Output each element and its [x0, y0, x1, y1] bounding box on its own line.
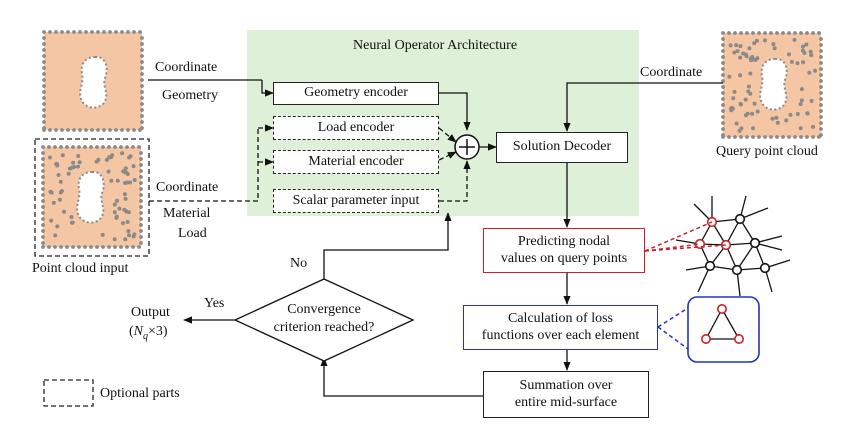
arrow-sum-to-decision — [320, 357, 483, 397]
output-size: (Nq×3) — [129, 324, 168, 342]
label-load: Load — [178, 226, 207, 241]
dashed-bus — [149, 128, 259, 202]
arrow-geometry-to-plus — [439, 92, 471, 131]
summation-line2: entire mid-surface — [514, 394, 618, 410]
caption-query-point-cloud: Query point cloud — [716, 144, 818, 159]
arrow-no-loop — [323, 212, 452, 279]
label-coordinate-top: Coordinate — [155, 60, 218, 75]
arrow-into-geometry-encoder — [261, 80, 274, 97]
arrow-query-coordinate — [563, 82, 723, 132]
material-encoder-box: Material encoder — [273, 150, 439, 174]
label-yes: Yes — [204, 296, 225, 311]
loss-calculation-box: Calculation of loss functions over each … — [463, 305, 658, 350]
arrow-material-to-plus — [438, 151, 457, 161]
legend-optional-label: Optional parts — [100, 386, 180, 401]
architecture-title: Neural Operator Architecture — [353, 38, 518, 53]
point-cloud-input-frame — [34, 138, 150, 257]
solution-decoder-box: Solution Decoder — [496, 132, 628, 163]
triangle-element — [700, 303, 744, 344]
load-encoder-label: Load encoder — [317, 119, 395, 135]
label-material: Material — [163, 206, 211, 221]
material-encoder-label: Material encoder — [308, 153, 404, 169]
predicting-line1: Predicting nodal — [517, 233, 611, 249]
predicting-box: Predicting nodal values on query points — [483, 228, 645, 273]
caption-point-cloud-input: Point cloud input — [32, 261, 129, 276]
geometry-encoder-box: Geometry encoder — [273, 82, 439, 105]
summation-line1: Summation over — [519, 377, 613, 393]
decision-diamond — [233, 278, 415, 362]
legend-optional-swatch — [43, 379, 94, 407]
query-point-mesh — [675, 195, 791, 297]
solution-decoder-label: Solution Decoder — [512, 139, 612, 155]
sum-operator — [454, 134, 480, 160]
point-cloud-input-plate — [41, 145, 143, 249]
label-coordinate-bottom: Coordinate — [156, 180, 219, 195]
geometry-encoder-label: Geometry encoder — [304, 85, 408, 101]
geometry-plate — [42, 30, 144, 132]
query-point-cloud-plate — [721, 31, 823, 139]
predicting-line2: values on query points — [500, 250, 628, 266]
label-coordinate-right: Coordinate — [640, 65, 703, 80]
label-no: No — [290, 256, 308, 271]
output-label: Output — [131, 305, 170, 320]
scalar-parameter-label: Scalar parameter input — [292, 192, 420, 208]
summation-box: Summation over entire mid-surface — [483, 371, 649, 418]
element-inset — [687, 296, 760, 363]
scalar-parameter-box: Scalar parameter input — [273, 189, 439, 213]
loss-line2: functions over each element — [481, 327, 640, 343]
decision-line1: Convergence — [287, 302, 361, 317]
arrow-scalar-to-plus — [439, 160, 471, 202]
label-geometry: Geometry — [162, 88, 218, 103]
load-encoder-box: Load encoder — [273, 116, 439, 140]
arrow-load-to-plus — [438, 127, 457, 143]
decision-line2: criterion reached? — [273, 320, 375, 335]
loss-line1: Calculation of loss — [508, 310, 613, 326]
